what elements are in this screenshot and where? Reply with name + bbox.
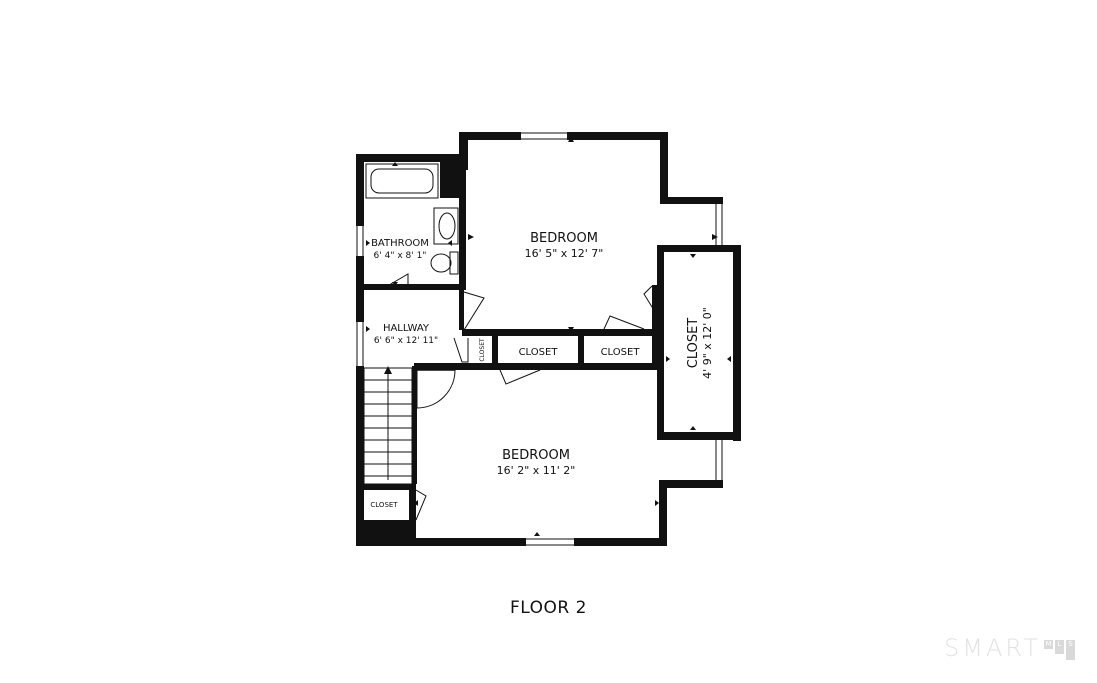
stairs-icon — [363, 366, 413, 485]
room-closet-large: CLOSET 4' 9" x 12' 0" — [686, 307, 714, 379]
room-name: BEDROOM — [530, 231, 598, 246]
room-dimensions: 16' 5" x 12' 7" — [525, 247, 604, 260]
smart-mls-logo: SMART M L S — [944, 636, 1075, 660]
room-closet-small-vertical: CLOSET — [479, 338, 486, 362]
room-closet-mid-1: CLOSET — [519, 347, 559, 358]
dimension-markers — [366, 137, 731, 536]
logo-mls-badge: M L S — [1044, 640, 1075, 660]
sink-icon — [433, 207, 459, 245]
room-bathroom: BATHROOM 6' 4" x 8' 1" — [371, 238, 429, 261]
room-dimensions: 6' 4" x 8' 1" — [374, 251, 427, 261]
windows — [356, 132, 723, 546]
room-dimensions: 6' 6" x 12' 11" — [374, 336, 438, 346]
room-dimensions: 4' 9" x 12' 0" — [701, 307, 714, 379]
room-name: HALLWAY — [383, 323, 430, 334]
room-name: BEDROOM — [502, 448, 570, 463]
bathtub-icon — [365, 163, 439, 199]
room-name: CLOSET — [686, 318, 701, 369]
room-name: BATHROOM — [371, 238, 429, 249]
room-dimensions: 16' 2" x 11' 2" — [497, 464, 576, 477]
logo-mls-letter: S — [1066, 640, 1075, 660]
toilet-icon — [430, 251, 459, 275]
logo-mls-letter: L — [1055, 640, 1064, 654]
room-hallway: HALLWAY 6' 6" x 12' 11" — [374, 323, 438, 346]
interior-walls — [356, 162, 660, 546]
room-closet-bottom-left: CLOSET — [370, 501, 398, 509]
door-swings — [383, 273, 661, 521]
logo-text: SMART — [944, 634, 1041, 662]
floor-label: FLOOR 2 — [510, 598, 587, 618]
room-closet-mid-2: CLOSET — [601, 347, 641, 358]
logo-mls-letter: M — [1044, 640, 1053, 649]
room-bedroom-lower: BEDROOM 16' 2" x 11' 2" — [497, 448, 576, 477]
room-bedroom-upper: BEDROOM 16' 5" x 12' 7" — [525, 231, 604, 260]
